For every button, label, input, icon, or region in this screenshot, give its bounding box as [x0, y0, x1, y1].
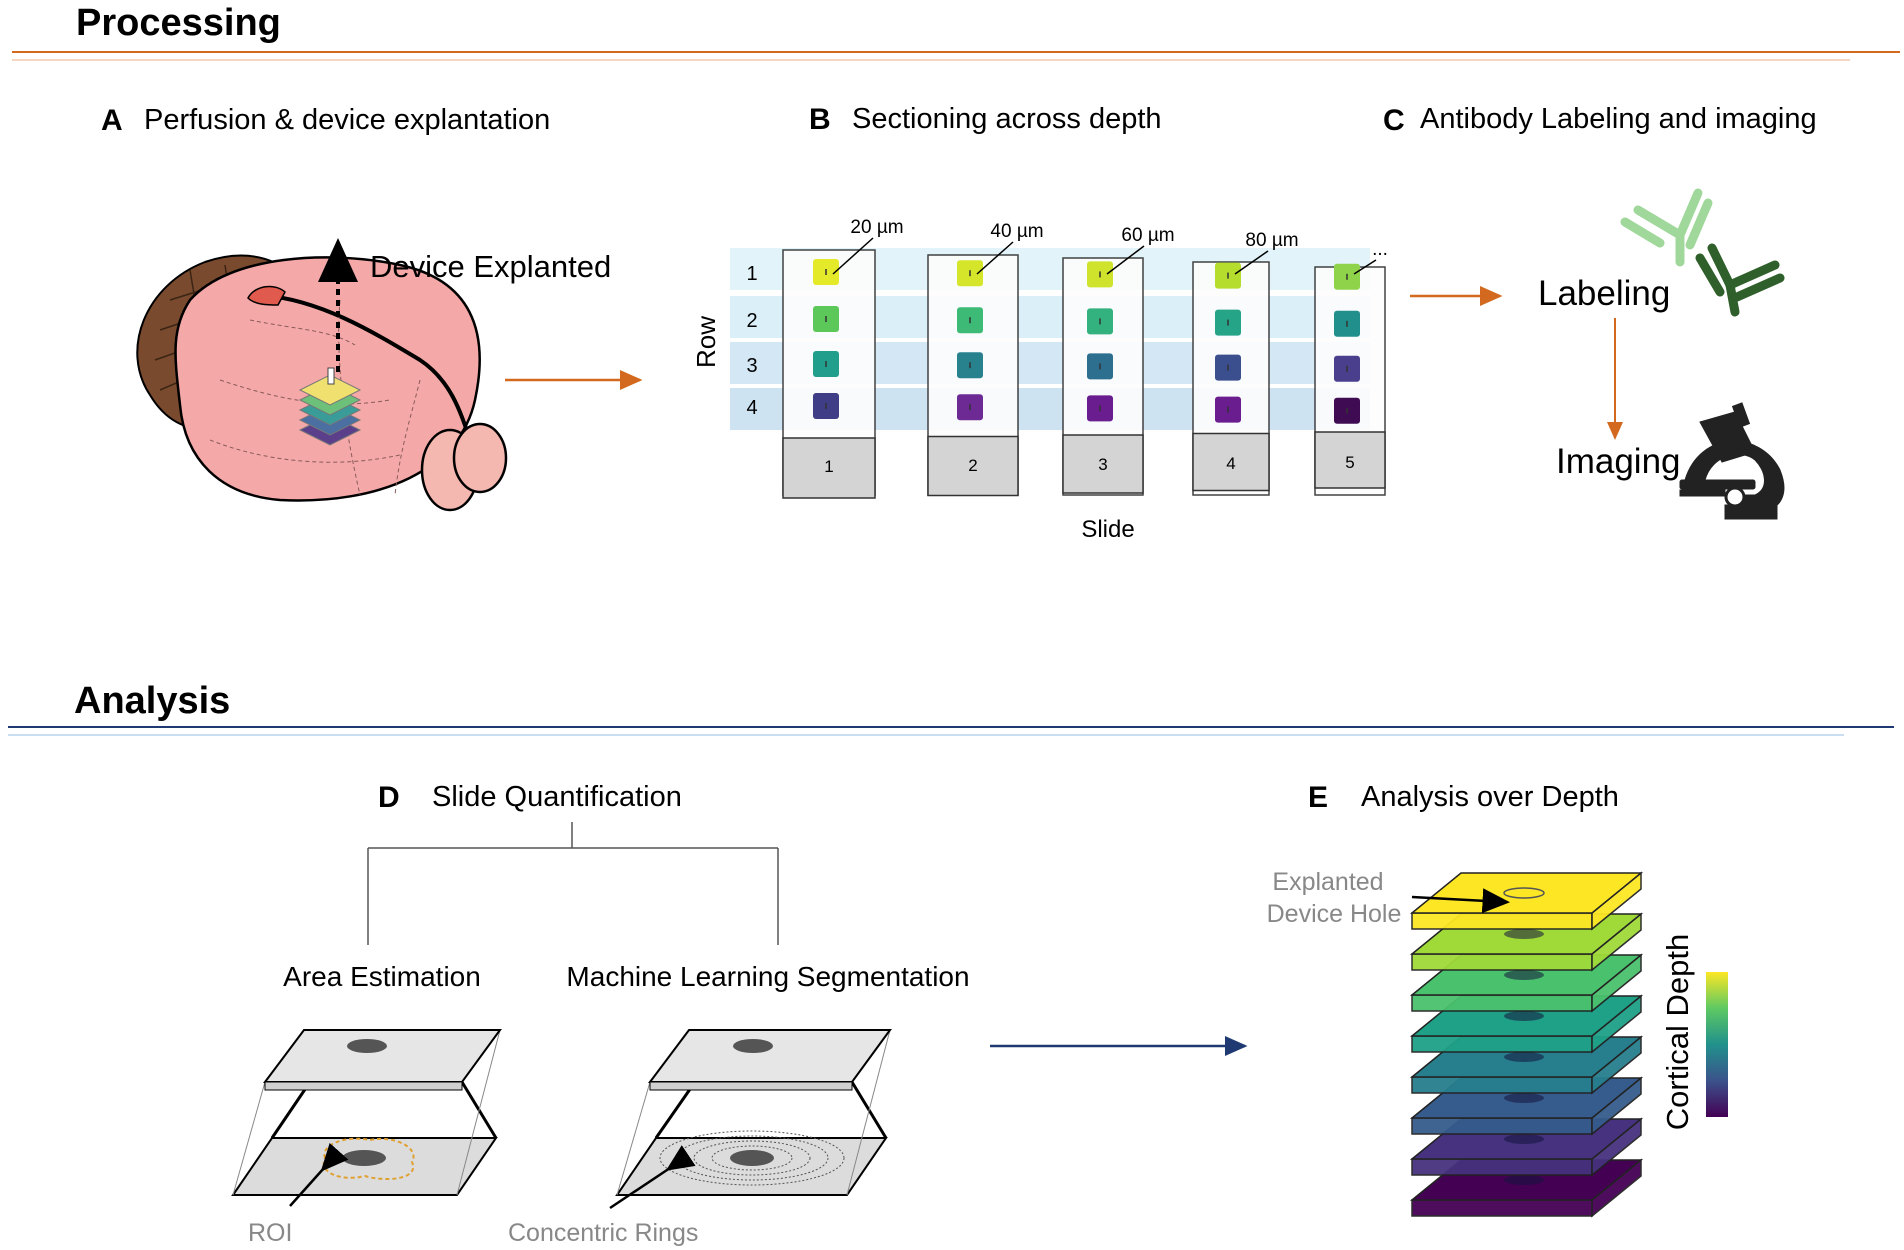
antibody-dark-icon — [1695, 243, 1785, 317]
row-labels: 1 2 3 4 — [746, 263, 757, 419]
panel-letter-e: E — [1308, 781, 1328, 814]
tissue-stack — [298, 367, 362, 446]
slide-4: 4 — [1192, 261, 1270, 496]
slide-number: 3 — [1098, 455, 1107, 474]
panel-letter-a: A — [101, 104, 123, 137]
slides: 1 2 3 4 5 — [782, 249, 1386, 499]
panel-title-d: Slide Quantification — [432, 781, 682, 813]
depth-layer — [1409, 871, 1644, 931]
section-title-analysis: Analysis — [74, 680, 230, 722]
slide-1: 1 — [782, 249, 876, 499]
section-title-processing: Processing — [76, 2, 281, 44]
area-estimation-label: Area Estimation — [283, 961, 481, 992]
slide-number: 5 — [1345, 453, 1354, 472]
device-hole-arrow — [1411, 888, 1510, 914]
device-hole-label-line2: Device Hole — [1267, 900, 1402, 928]
panel-title-e: Analysis over Depth — [1361, 781, 1619, 813]
depth-layer-stack — [1409, 871, 1644, 1218]
panel-title-c: Antibody Labeling and imaging — [1420, 103, 1817, 135]
depth-label: 40 µm — [990, 221, 1043, 242]
slide-3: 3 — [1062, 257, 1144, 496]
concentric-rings-label: Concentric Rings — [508, 1219, 698, 1247]
row-number: 1 — [746, 263, 757, 285]
panel-title-b: Sectioning across depth — [852, 103, 1162, 135]
labeling-label: Labeling — [1538, 274, 1670, 313]
panel-letter-c: C — [1383, 104, 1405, 137]
row-number: 2 — [746, 310, 757, 332]
row-number: 3 — [746, 355, 757, 377]
panel-letter-b: B — [809, 103, 831, 136]
depth-layer — [1409, 1035, 1644, 1095]
imaging-label: Imaging — [1556, 442, 1681, 481]
depth-label: ... — [1372, 239, 1388, 260]
analysis-rule — [8, 726, 1894, 736]
colorbar — [1706, 972, 1728, 1117]
colorbar-label: Cortical Depth — [1660, 934, 1695, 1130]
depth-label: 20 µm — [850, 217, 903, 238]
row-axis-label: Row — [691, 316, 721, 368]
slide-axis-label: Slide — [1081, 516, 1134, 543]
device-explanted-label: Device Explanted — [370, 249, 611, 284]
panel-letter-d: D — [378, 781, 400, 814]
roi-label: ROI — [248, 1219, 292, 1247]
panel-title-a: Perfusion & device explantation — [144, 104, 550, 136]
area-estimation-diagram — [231, 1029, 502, 1207]
depth-label: 80 µm — [1245, 230, 1298, 251]
microscope-icon — [1679, 402, 1785, 520]
antibody-light-icon — [1620, 188, 1713, 267]
row-number: 4 — [746, 397, 757, 419]
processing-rule — [12, 51, 1900, 61]
device-hole-label-line1: Explanted — [1272, 868, 1383, 896]
depth-label: 60 µm — [1121, 225, 1174, 246]
ml-segmentation-label: Machine Learning Segmentation — [566, 961, 969, 992]
depth-labels: 20 µm 40 µm 60 µm 80 µm... — [832, 217, 1388, 275]
quantification-bracket — [367, 822, 779, 945]
slide-2: 2 — [927, 254, 1019, 497]
slide-number: 1 — [824, 457, 833, 476]
slide-number: 4 — [1226, 454, 1235, 473]
ml-segmentation-diagram — [609, 1029, 892, 1210]
slide-5: 5 — [1314, 263, 1386, 496]
slide-number: 2 — [968, 456, 977, 475]
